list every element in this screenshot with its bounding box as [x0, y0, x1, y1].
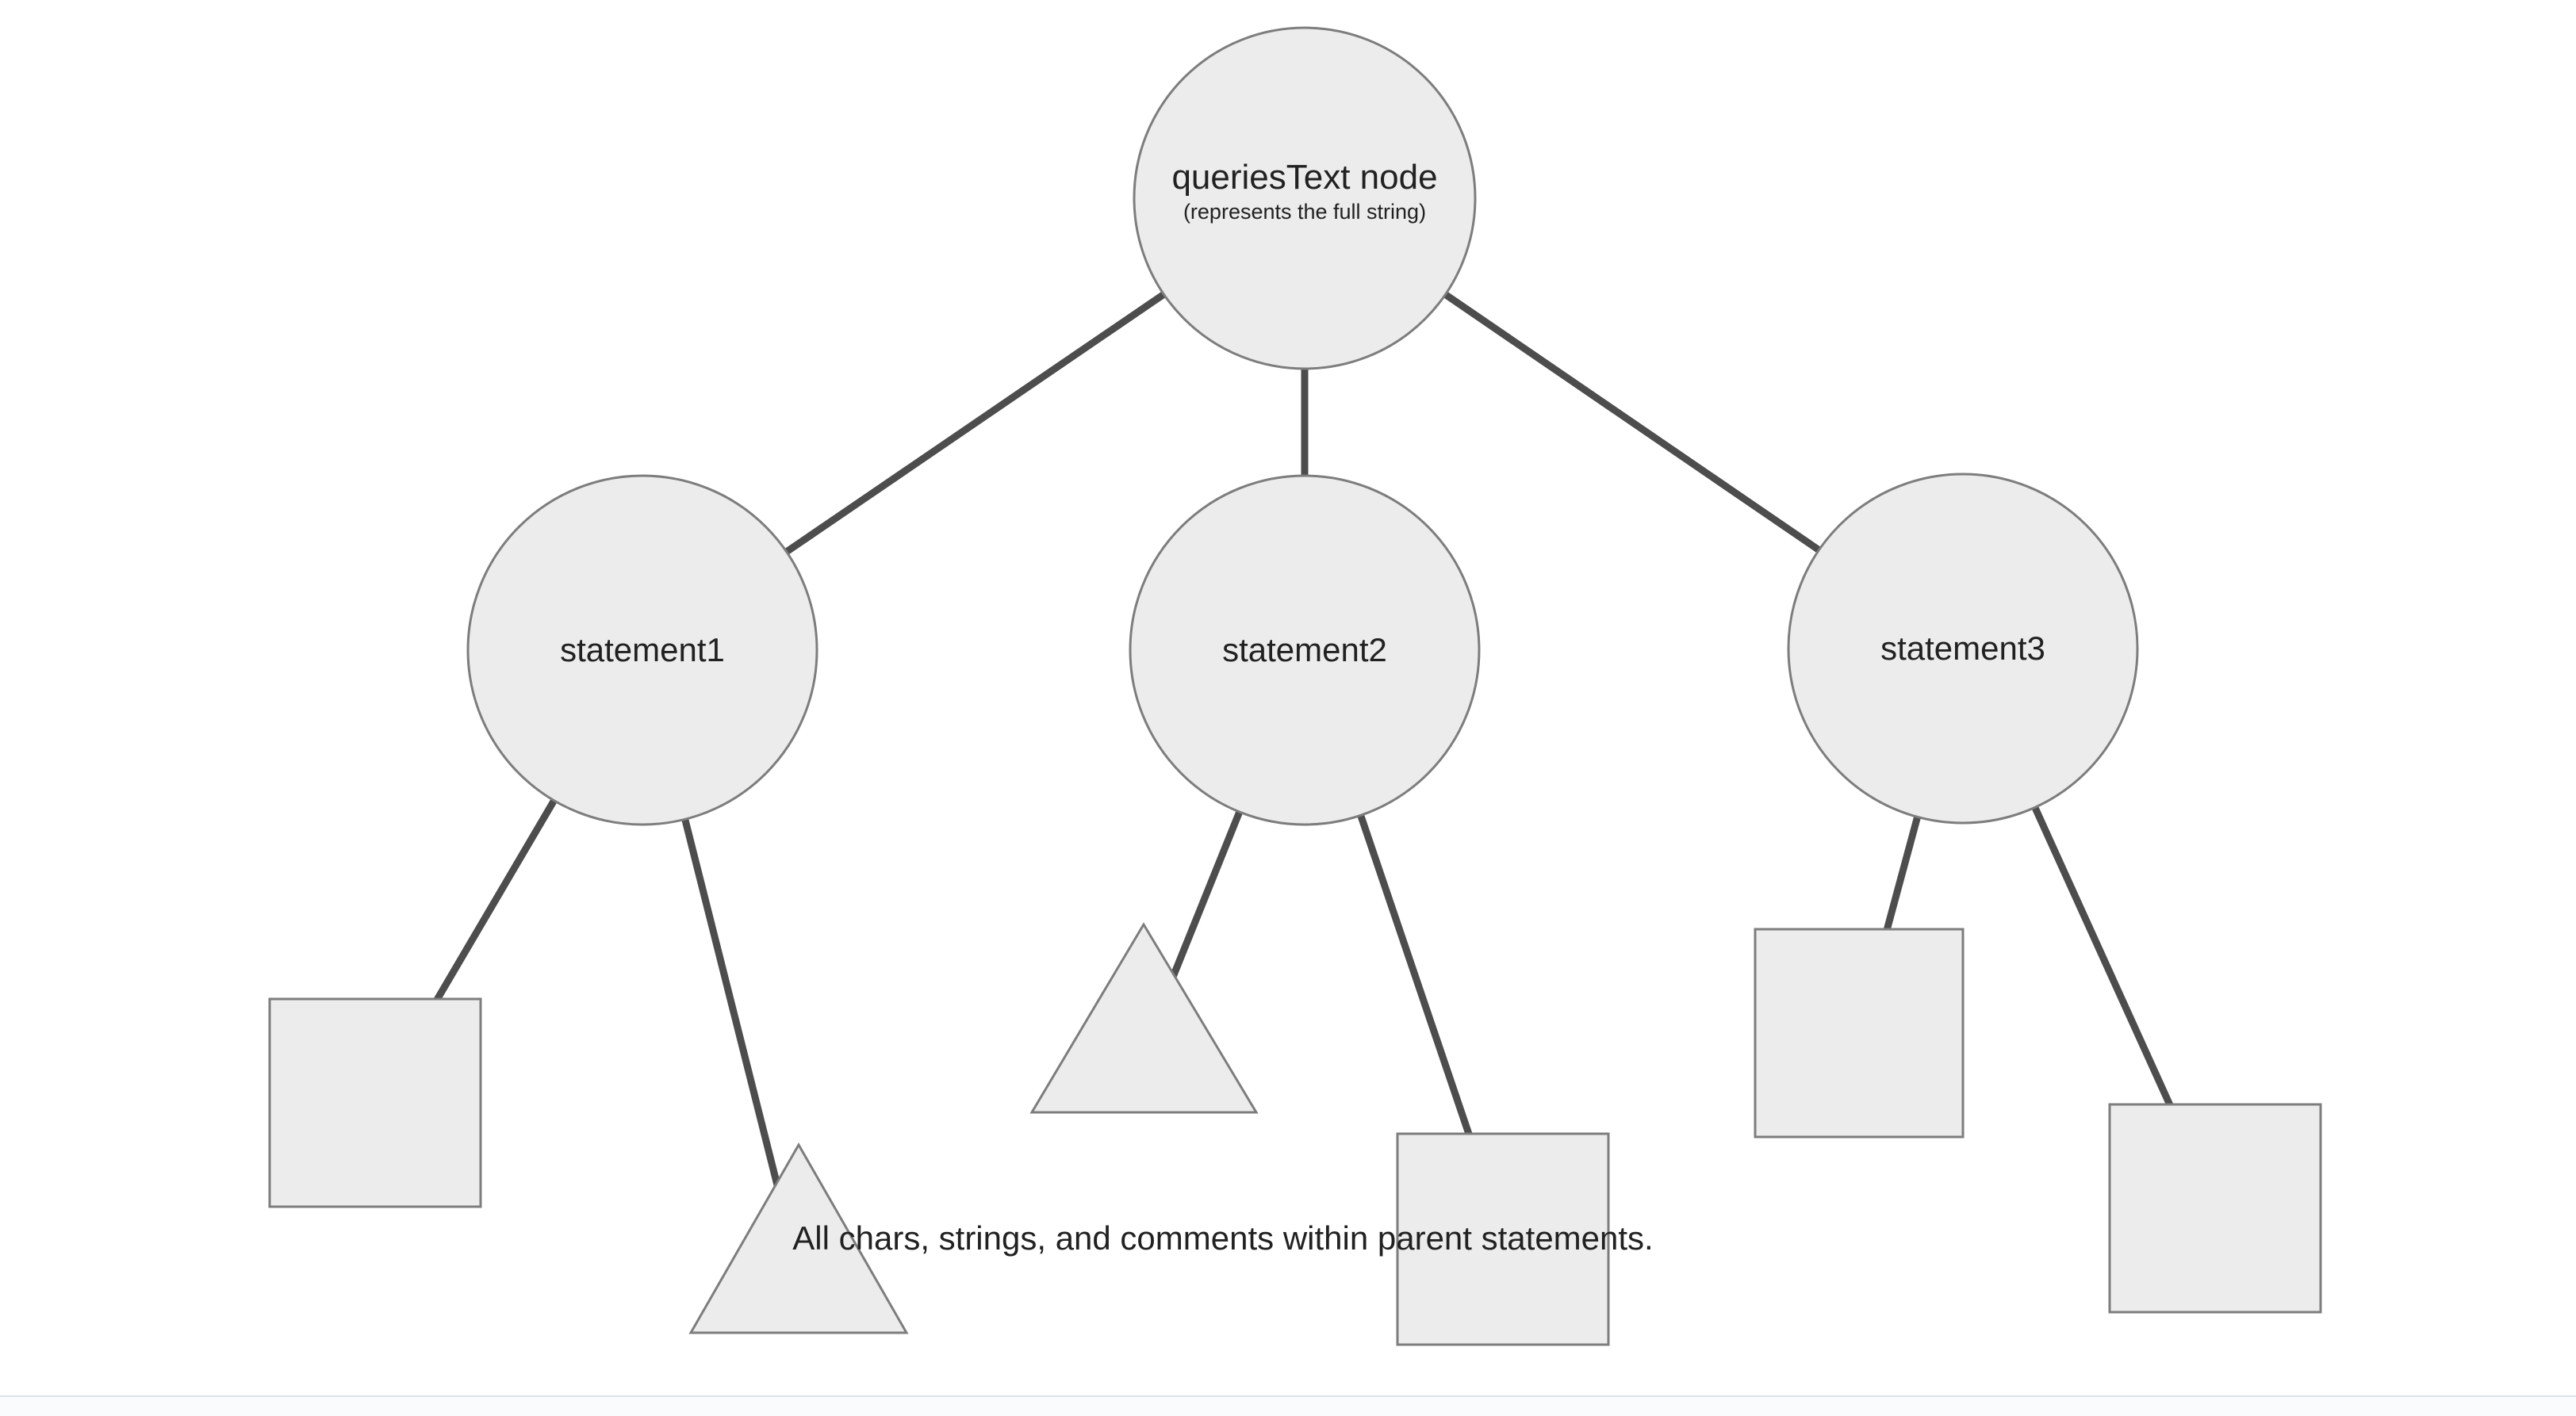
statement2-circle: [1129, 474, 1481, 826]
statement1-square-leaf: [268, 997, 482, 1208]
root-node-label: queriesText node (represents the full st…: [1171, 158, 1437, 226]
statement3-square-leaf-2: [2108, 1103, 2322, 1314]
diagram-caption: All chars, strings, and comments within …: [792, 1219, 1654, 1257]
statement3-circle: [1787, 473, 2139, 825]
statement2-square-leaf: [1396, 1132, 1610, 1346]
statement1-circle: [466, 474, 818, 826]
statement3-square-leaf-1: [1754, 928, 1965, 1139]
root-node-circle: [1133, 26, 1477, 370]
statement2-triangle-leaf: [1029, 922, 1259, 1114]
root-node-subtitle: (represents the full string): [1183, 199, 1427, 224]
root-node-title: queriesText node: [1171, 158, 1438, 197]
statement3-label: statement3: [1880, 630, 2045, 667]
statement2-label: statement2: [1222, 631, 1387, 668]
statement1-triangle-leaf: [688, 1142, 909, 1334]
statement1-label: statement1: [560, 631, 725, 668]
bottom-edge-strip: [0, 1395, 2576, 1416]
